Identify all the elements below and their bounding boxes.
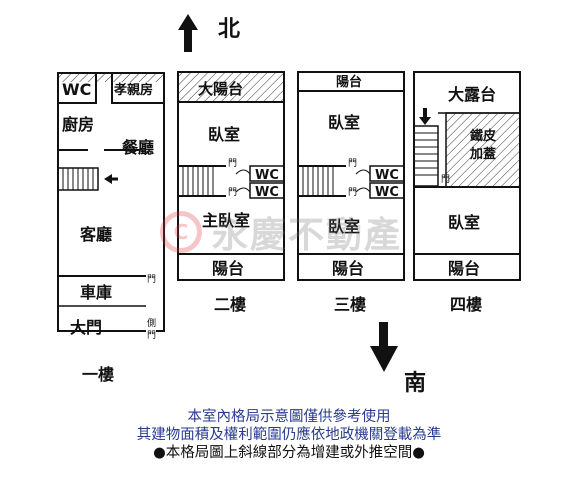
floor1-kitchen: 廚房 <box>62 115 94 134</box>
floor3-caption: 三樓 <box>334 295 366 314</box>
note-line-2: 其建物面積及權利範圍仍應依地政機關登載為準 <box>136 427 442 443</box>
floor2-plan <box>177 71 285 281</box>
floor3-wc-b: WC <box>375 185 399 200</box>
watermark-logo-icon: C <box>160 211 202 253</box>
floor1-stairs <box>57 167 118 191</box>
floor1-garage: 車庫 <box>80 283 112 302</box>
floor2-wc-b: WC <box>255 185 279 200</box>
floor4-bedroom: 臥室 <box>448 213 480 232</box>
floor2-big-balcony: 大陽台 <box>198 80 243 98</box>
floor1-side-door-2: 門 <box>147 330 156 341</box>
floor4-iron-cover-1: 鐵皮 <box>470 128 496 144</box>
watermark: C 永慶不動產 <box>160 206 402 258</box>
floor2-wc-a: WC <box>255 168 279 183</box>
floor2-caption: 二樓 <box>214 295 246 314</box>
floor2-door-marker-b: 門 <box>228 187 237 198</box>
floor3-balcony-top: 陽台 <box>336 74 362 90</box>
floor4-big-terrace: 大露台 <box>448 85 496 104</box>
floor4-balcony: 陽台 <box>448 259 480 278</box>
floor1-parents-room: 孝親房 <box>113 82 153 98</box>
floor2-bedroom: 臥室 <box>208 125 240 144</box>
south-arrow-icon <box>370 322 398 372</box>
north-label: 北 <box>218 17 240 42</box>
floor1-living: 客廳 <box>80 225 112 244</box>
watermark-text: 永慶不動產 <box>212 215 403 256</box>
floor2-master-bedroom: 主臥室 <box>202 211 250 230</box>
floor2-extension-hatch <box>179 73 283 101</box>
note-line-3: ●本格局圖上斜線部分為增建或外推空間● <box>153 445 425 461</box>
floor1-plan <box>57 72 165 338</box>
floor1-wc: WC <box>62 80 91 99</box>
floor3-door-marker-b: 門 <box>348 187 357 198</box>
floor3-bedroom-bottom: 臥室 <box>328 217 360 236</box>
floor4-caption: 四樓 <box>450 295 482 314</box>
north-arrow-icon <box>178 14 198 52</box>
floor3-balcony: 陽台 <box>332 259 364 278</box>
south-label: 南 <box>404 371 426 396</box>
floor3-bedroom-top: 臥室 <box>328 113 360 132</box>
floor4-door-marker: 門 <box>441 174 450 185</box>
floor4-iron-cover-2: 加蓋 <box>469 146 496 162</box>
floor1-side-door-1: 側 <box>147 317 156 329</box>
floor2-balcony: 陽台 <box>212 259 244 278</box>
floor4-stair-arrow-icon <box>419 108 431 125</box>
floor1-main-gate: 大門 <box>70 318 102 337</box>
floor2-door-marker-a: 門 <box>228 158 237 169</box>
floor3-plan <box>297 71 405 281</box>
floor1-dining: 餐廳 <box>121 138 154 157</box>
floor3-wc-a: WC <box>375 168 399 183</box>
floor1-door-marker: 門 <box>147 274 156 285</box>
floor3-door-marker-a: 門 <box>348 158 357 169</box>
floor4-plan <box>413 71 521 281</box>
note-line-1: 本室內格局示意圖僅供參考使用 <box>187 409 391 425</box>
floor1-caption: 一樓 <box>82 365 114 384</box>
